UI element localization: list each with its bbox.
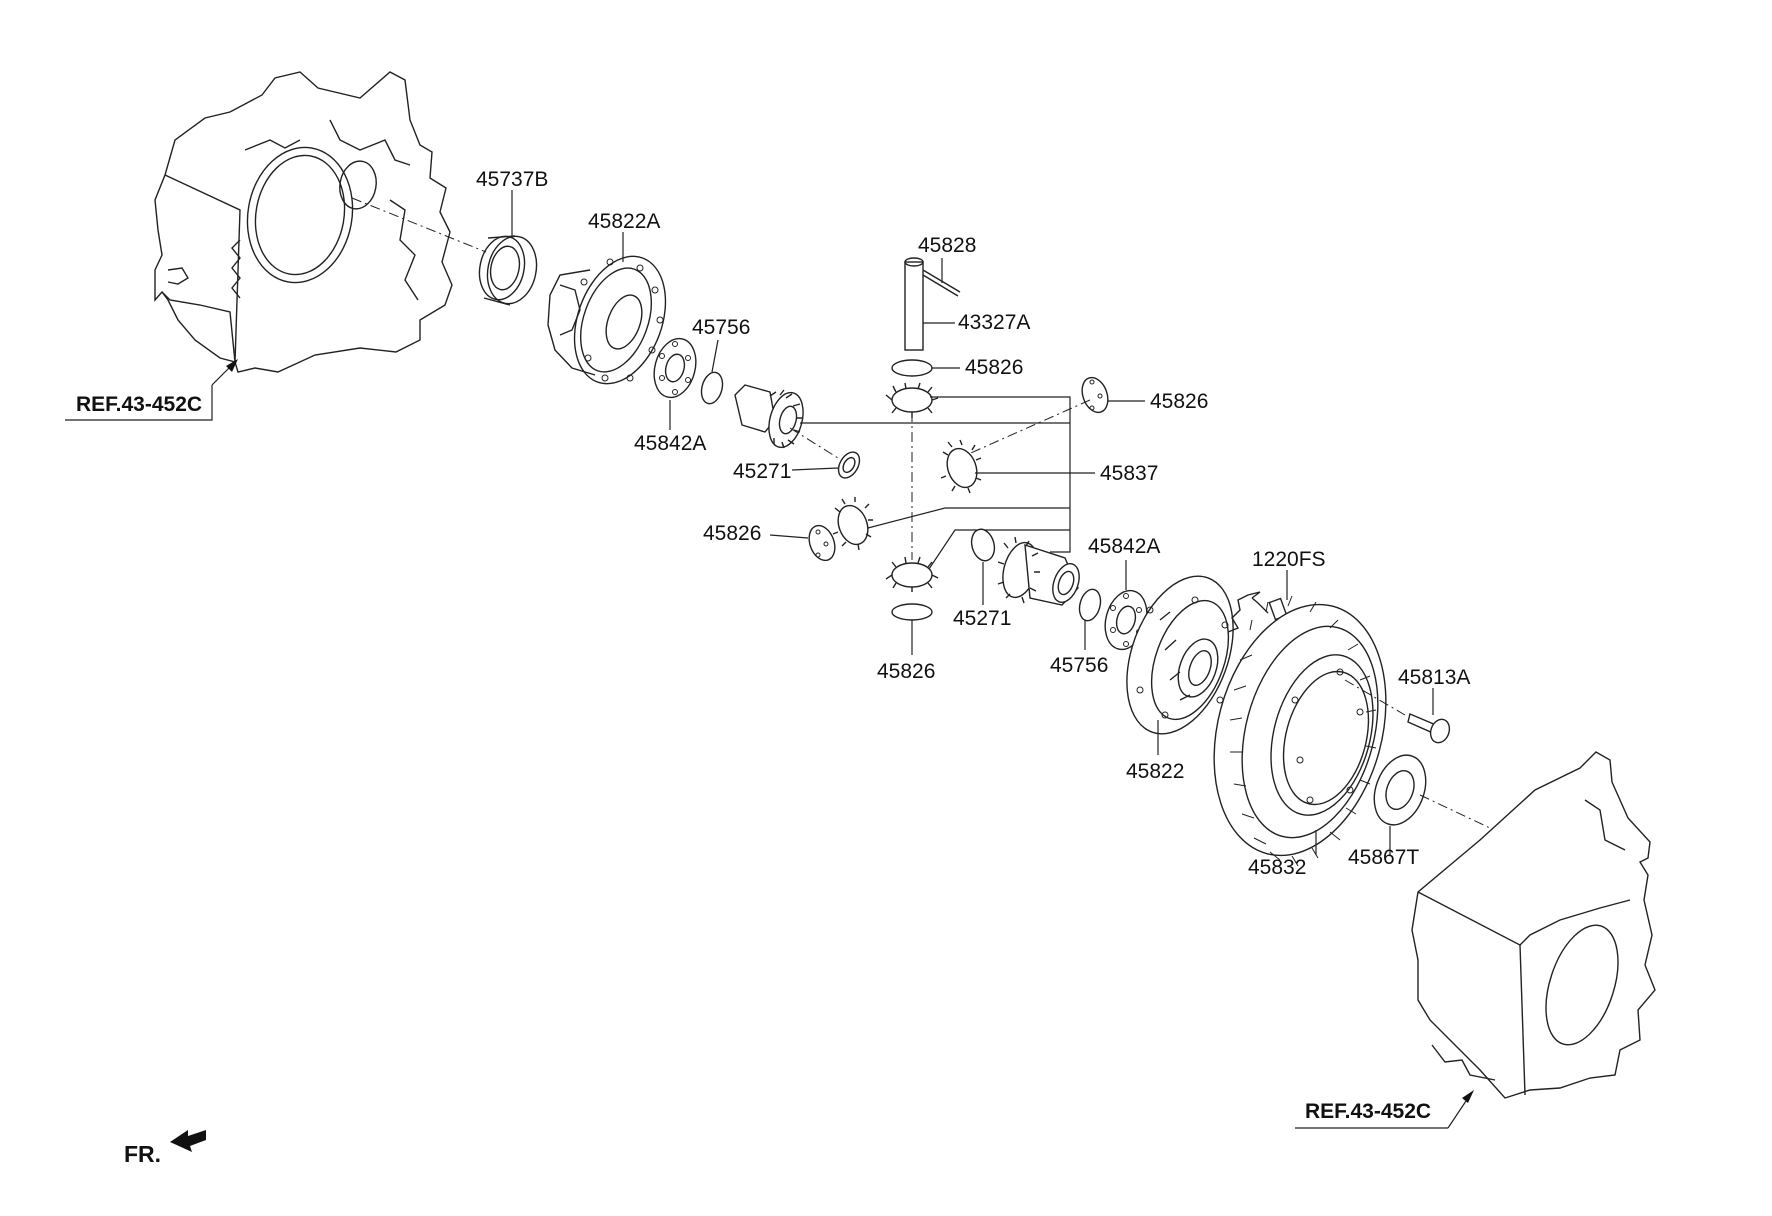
bolt-1220FS [1227,591,1288,633]
front-marker-label: FR. [124,1141,162,1167]
side-gear-right [997,536,1080,606]
washer-45826-right [1081,376,1109,414]
thrust-washer-45271-right [970,528,996,562]
part-label: 45828 [918,234,977,257]
part-label: 45867T [1348,846,1420,869]
reference-label-bottom: REF.43-452C [1305,1100,1432,1123]
thrust-washer-45271-left [837,451,861,479]
shim-45867T [1373,754,1427,826]
transmission-case-lower-right [1411,751,1656,1099]
part-label: 45826 [1150,390,1209,413]
part-label: 45822A [588,210,661,233]
ref-underline-top [65,385,213,421]
bolt-45813A [1407,713,1451,744]
differential-case-45822 [1126,575,1234,735]
part-label: 45737B [476,168,549,191]
pinion-gear-45837 [940,439,982,494]
part-label: 45271 [733,460,792,483]
axis-line-4 [1344,679,1406,716]
ref-arrow-bottom [1462,1090,1474,1103]
washer-45826-top [891,359,933,377]
part-label: 45813A [1398,666,1471,689]
part-label: 45822 [1126,760,1185,783]
pinion-shaft-43327A [904,257,961,351]
differential-case-45822A [547,255,667,385]
part-label: 45826 [703,522,762,545]
part-label: 45271 [953,607,1012,630]
washer-45826-left [808,524,836,562]
side-gear-left [734,384,804,449]
part-label: 45842A [1088,535,1161,558]
part-label: 45837 [1100,462,1159,485]
thrust-washer-45271-left-inner [842,456,856,474]
snap-ring-45756-left [700,371,724,405]
part-label: 45832 [1248,856,1307,879]
bracket-line-4 [924,529,1070,576]
part-label: 45756 [692,316,751,339]
reference-label-top: REF.43-452C [76,393,203,416]
axis-line-3 [954,399,1091,461]
ring-gear-45832 [1213,595,1387,867]
pinion-gear-top [885,382,939,418]
washer-45826-bottom [891,603,933,621]
bearing-45737B [478,235,538,306]
part-label: 43327A [958,311,1031,334]
part-label: 1220FS [1252,548,1326,571]
snap-ring-45756-right [1078,588,1102,622]
pinion-gear-bottom [885,556,939,592]
ref-arrow-top [226,359,238,372]
leader-45826-left [769,534,809,539]
front-arrow-icon [170,1130,206,1152]
leader-45271-left [791,467,839,471]
leader-45756-left [711,339,719,373]
axis-line-2 [789,427,839,459]
transmission-case-upper-left [154,71,453,373]
axis-line [351,197,487,253]
part-label: 45826 [877,660,936,683]
part-label: 45842A [634,432,707,455]
bracket-upper [930,396,1071,553]
axis-line-5 [1419,794,1491,829]
washer-45842A-left [653,337,697,399]
part-label: 45826 [965,356,1024,379]
part-label: 45756 [1050,654,1109,677]
pinion-gear-left [832,497,873,551]
bracket-line-3 [867,507,1070,529]
